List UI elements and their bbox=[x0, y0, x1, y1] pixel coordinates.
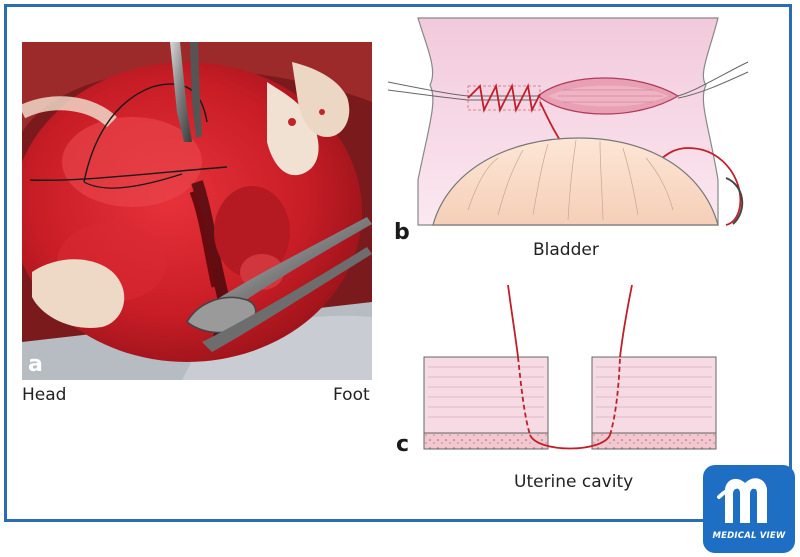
panel-label-c: c bbox=[396, 432, 410, 457]
suture-needle bbox=[725, 177, 744, 225]
suture-left-strand bbox=[507, 285, 519, 358]
bladder-illustration bbox=[388, 17, 749, 226]
caption-head: Head bbox=[22, 385, 67, 405]
suture-right-strand bbox=[619, 285, 633, 358]
running-suture bbox=[467, 83, 541, 113]
myometrium-right bbox=[591, 356, 717, 434]
medical-view-logo: MEDICAL VIEW bbox=[703, 465, 795, 553]
uterine-wall-section bbox=[423, 285, 717, 450]
logo-text: MEDICAL VIEW bbox=[712, 531, 786, 541]
myometrium-left bbox=[423, 356, 549, 434]
caption-uterine-cavity: Uterine cavity bbox=[514, 472, 634, 492]
surgical-photo bbox=[22, 42, 372, 380]
medical-view-logo-mark bbox=[717, 478, 767, 523]
suture-loop bbox=[529, 434, 611, 450]
bladder-dome bbox=[432, 137, 719, 226]
surgical-photo-graphic bbox=[22, 42, 372, 380]
panel-label-a: a bbox=[28, 352, 43, 377]
caption-bladder: Bladder bbox=[533, 240, 599, 260]
caption-foot: Foot bbox=[333, 385, 370, 405]
panel-label-b: b bbox=[394, 220, 410, 245]
